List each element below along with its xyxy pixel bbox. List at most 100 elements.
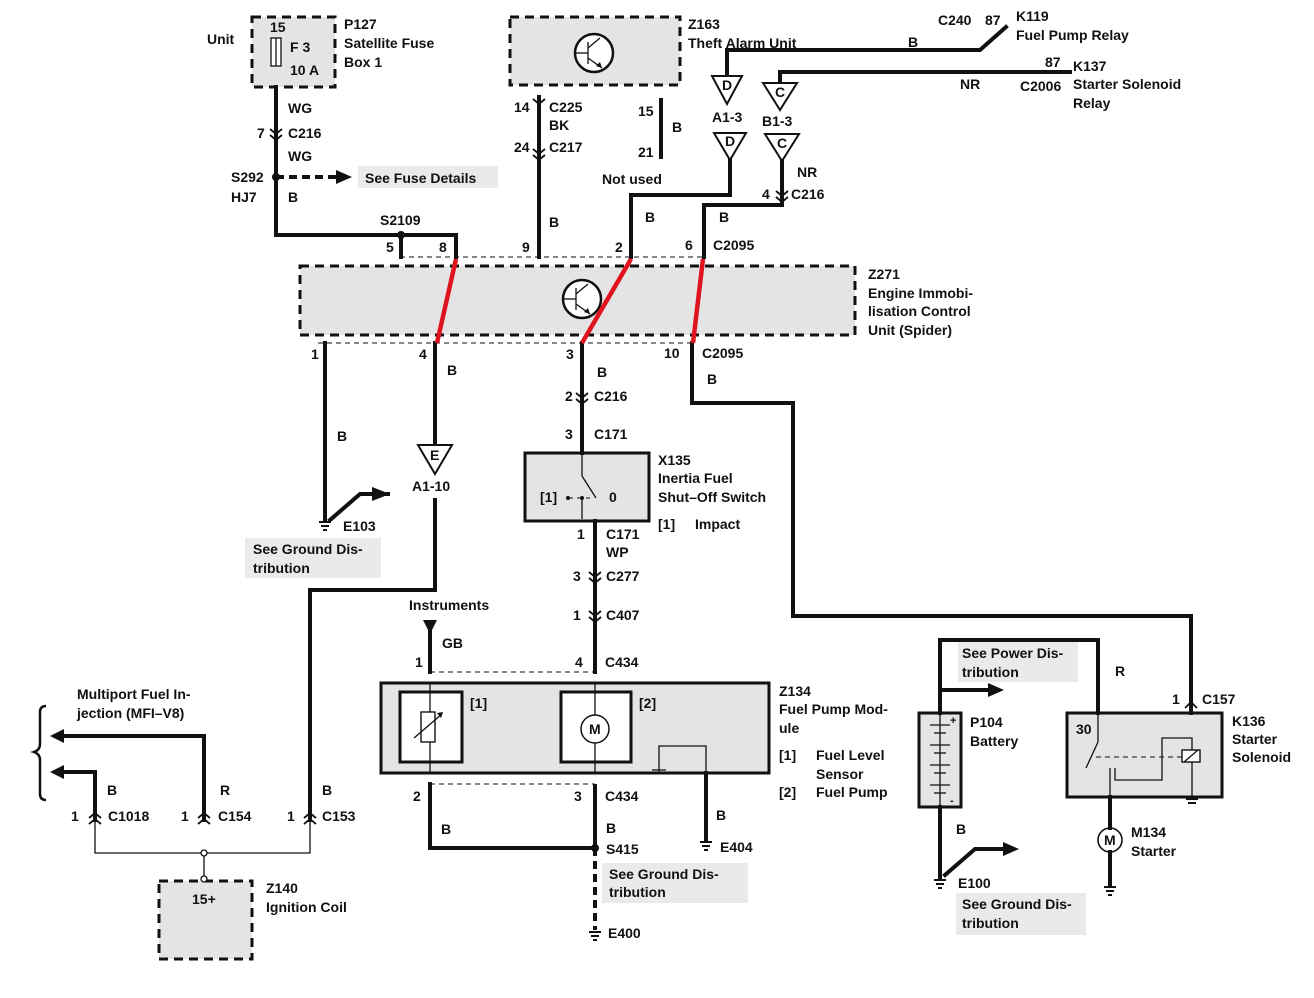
z134-id: Z134 [779,683,811,699]
label-pin21: 21 [638,144,654,160]
label-c157: C157 [1202,691,1236,707]
label-s415: S415 [606,841,639,857]
label-c407: C407 [606,607,640,623]
transistor-icon [573,32,615,74]
label-pin7: 7 [257,125,265,141]
label-b-mid: B [606,820,616,836]
label-b-c217: B [549,214,559,230]
label-pin1-c153: 1 [287,808,295,824]
label-see-gnd3-a: See Ground Dis- [962,896,1072,912]
ground-icon [652,769,666,774]
motor-icon: M [580,683,610,773]
label-b-e404: B [716,807,726,823]
label-pin1-c1018: 1 [71,808,79,824]
x135-inertia-switch-box: [1] 0 [523,451,651,523]
label-pin1-c171: 1 [577,526,585,542]
p127-id: P127 [344,16,377,32]
b13-top-c: C [775,84,785,100]
label-c153: C153 [322,808,356,824]
label-b-pin2: B [645,209,655,225]
x135-ref: [1] [658,516,675,532]
label-c277: C277 [606,568,640,584]
label-s2109: S2109 [380,212,421,228]
see-power-note [958,642,1078,682]
see-ground-note-1 [245,538,381,578]
label-see-gnd3-b: tribution [962,915,1019,931]
label-a110: A1-10 [412,478,450,494]
z140-name: Ignition Coil [266,899,347,915]
m134-starter-motor: M [1097,827,1123,853]
label-a13-top: A1-3 [712,109,743,125]
label-pin2-c216: 2 [565,388,573,404]
z134-name1: Fuel Pump Mod- [779,701,888,717]
label-c434-top: C434 [605,654,639,670]
label-pin8: 8 [439,239,447,255]
label-pin1-c154: 1 [181,808,189,824]
z163-theft-alarm-box [508,15,682,87]
label-s292: S292 [231,169,264,185]
z134-ref1: [1] [779,747,796,763]
relay-coil-icon [1181,749,1201,763]
triangle-connectors: D C D C E [416,75,801,476]
label-pin10: 10 [664,345,680,361]
p104-name: Battery [970,733,1018,749]
label-see-gnd1-b: tribution [253,560,310,576]
label-pin3-c171: 3 [565,426,573,442]
m134-name: Starter [1131,843,1177,859]
see-fuse-details-note [358,166,498,188]
wires [50,24,1193,930]
k137-id: K137 [1073,58,1107,74]
sensor-icon [413,711,443,743]
s292-junction [272,173,280,181]
label-pin1-bot: 1 [311,346,319,362]
label-see-pwr-a: See Power Dis- [962,645,1063,661]
x135-pos-zero: 0 [609,489,617,505]
z271-immobiliser-box [298,264,857,337]
label-e100: E100 [958,875,991,891]
label-e404: E404 [720,839,753,855]
p127-fuse: F 3 [290,39,310,55]
k136-name2: Solenoid [1232,749,1291,765]
label-gb: GB [442,635,463,651]
s2109-junction [397,231,405,239]
b13-bot-c: C [777,135,787,151]
label-instruments: Instruments [409,597,489,613]
a110-e: E [430,447,439,463]
label-pin4-bot: 4 [419,346,427,362]
label-c1018: C1018 [108,808,149,824]
k119-connector: C240 [938,12,972,28]
label-pin4-c434: 4 [575,654,583,670]
label-b-c153: B [322,782,332,798]
label-pin3-c277: 3 [573,568,581,584]
label-c2095-top: C2095 [713,237,754,253]
p104-minus: - [950,795,954,807]
p127-pin: 15 [270,19,286,35]
label-wg1: WG [288,100,312,116]
ground-icon [319,521,1198,941]
see-ground-note-2 [602,863,748,903]
label-b-left: B [441,821,451,837]
label-see-pwr-b: tribution [962,664,1019,680]
mfi-line2: jection (MFI–V8) [76,705,184,721]
label-r-c154: R [220,782,230,798]
label-see-gnd1-a: See Ground Dis- [253,541,363,557]
a13-bot-d: D [725,133,735,149]
z163-id: Z163 [688,16,720,32]
z134-fuel-pump-module-box: M [379,681,771,775]
p104-plus: + [950,715,956,727]
k137-name1: Starter Solenoid [1073,76,1181,92]
label-c434-bot: C434 [605,788,639,804]
m134-motor: M [1104,832,1116,848]
label-not-used: Not used [602,171,662,187]
mfi-line1: Multiport Fuel In- [77,686,191,702]
label-c171-top: C171 [594,426,628,442]
label-b13-top: B1-3 [762,113,793,129]
p127-name1: Satellite Fuse [344,35,434,51]
z134-motor: M [589,721,601,737]
highlight-lines [434,257,706,345]
fuse-icon [270,37,282,67]
k119-wire-color: B [908,34,918,50]
label-bk: BK [549,117,569,133]
label-c216-mid: C216 [791,186,825,202]
label-pin24: 24 [514,139,530,155]
